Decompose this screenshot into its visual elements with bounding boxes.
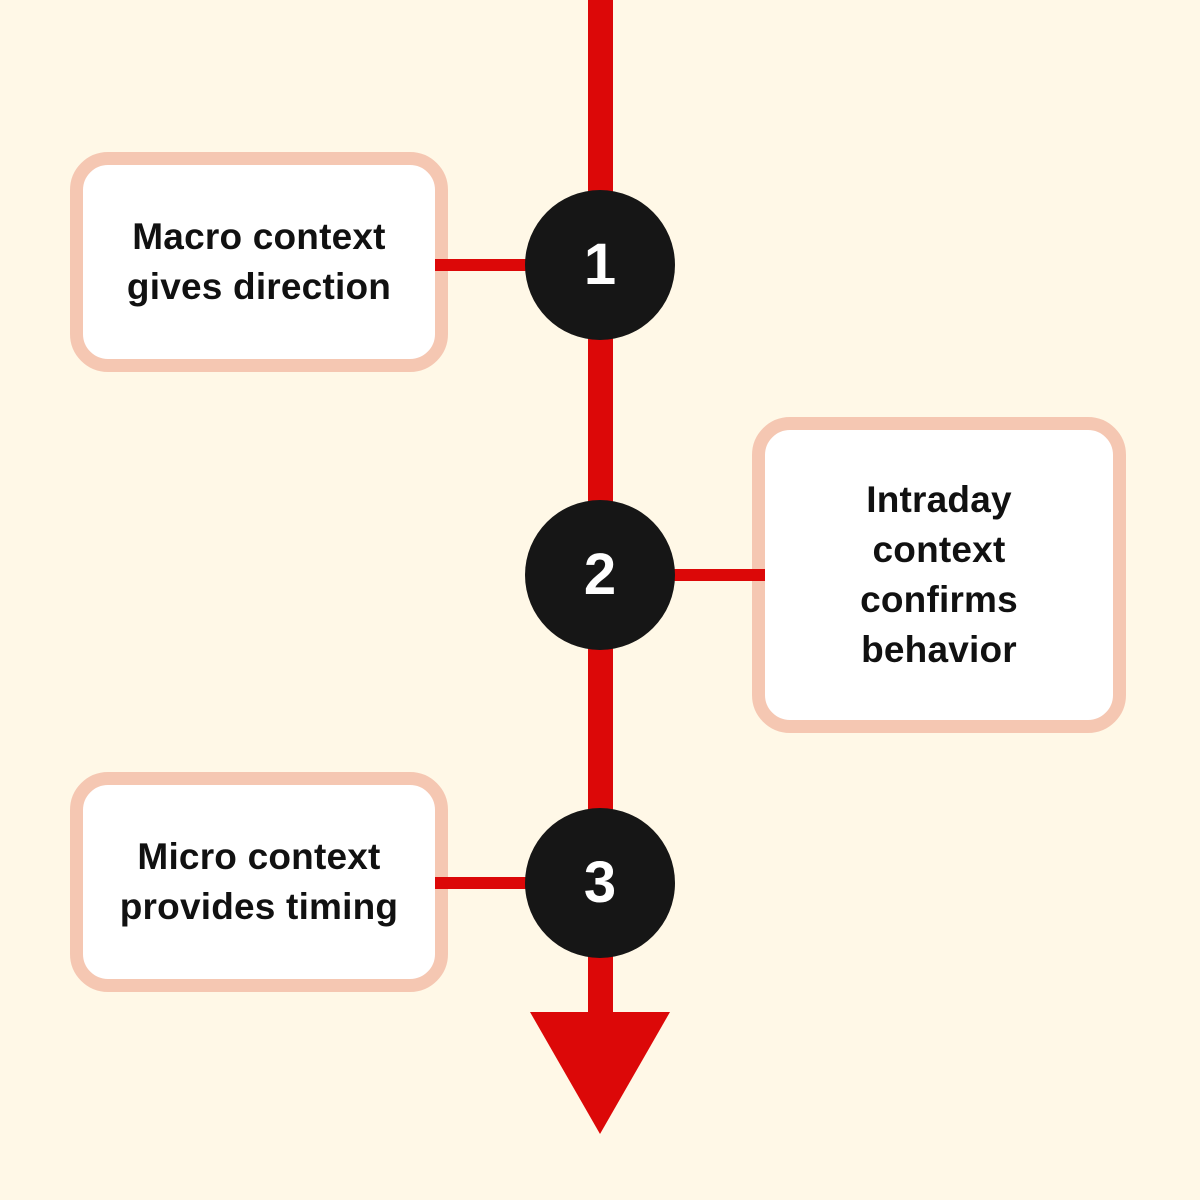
step-2-label: Intraday context confirms behavior (860, 479, 1018, 670)
step-3-number: 3 (583, 850, 617, 915)
step-3-card: Micro context provides timing (70, 772, 448, 992)
step-1-marker: 1 (525, 190, 675, 340)
step-3-marker: 3 (525, 808, 675, 958)
arrow-down-icon (530, 1012, 670, 1134)
step-3-label: Micro context provides timing (119, 836, 399, 927)
step-1-card: Macro context gives direction (70, 152, 448, 372)
step-2-marker: 2 (525, 500, 675, 650)
step-1-number: 1 (583, 232, 617, 297)
step-2-card: Intraday context confirms behavior (752, 417, 1126, 733)
step-1-label: Macro context gives direction (126, 216, 392, 307)
step-2-number: 2 (583, 542, 617, 607)
